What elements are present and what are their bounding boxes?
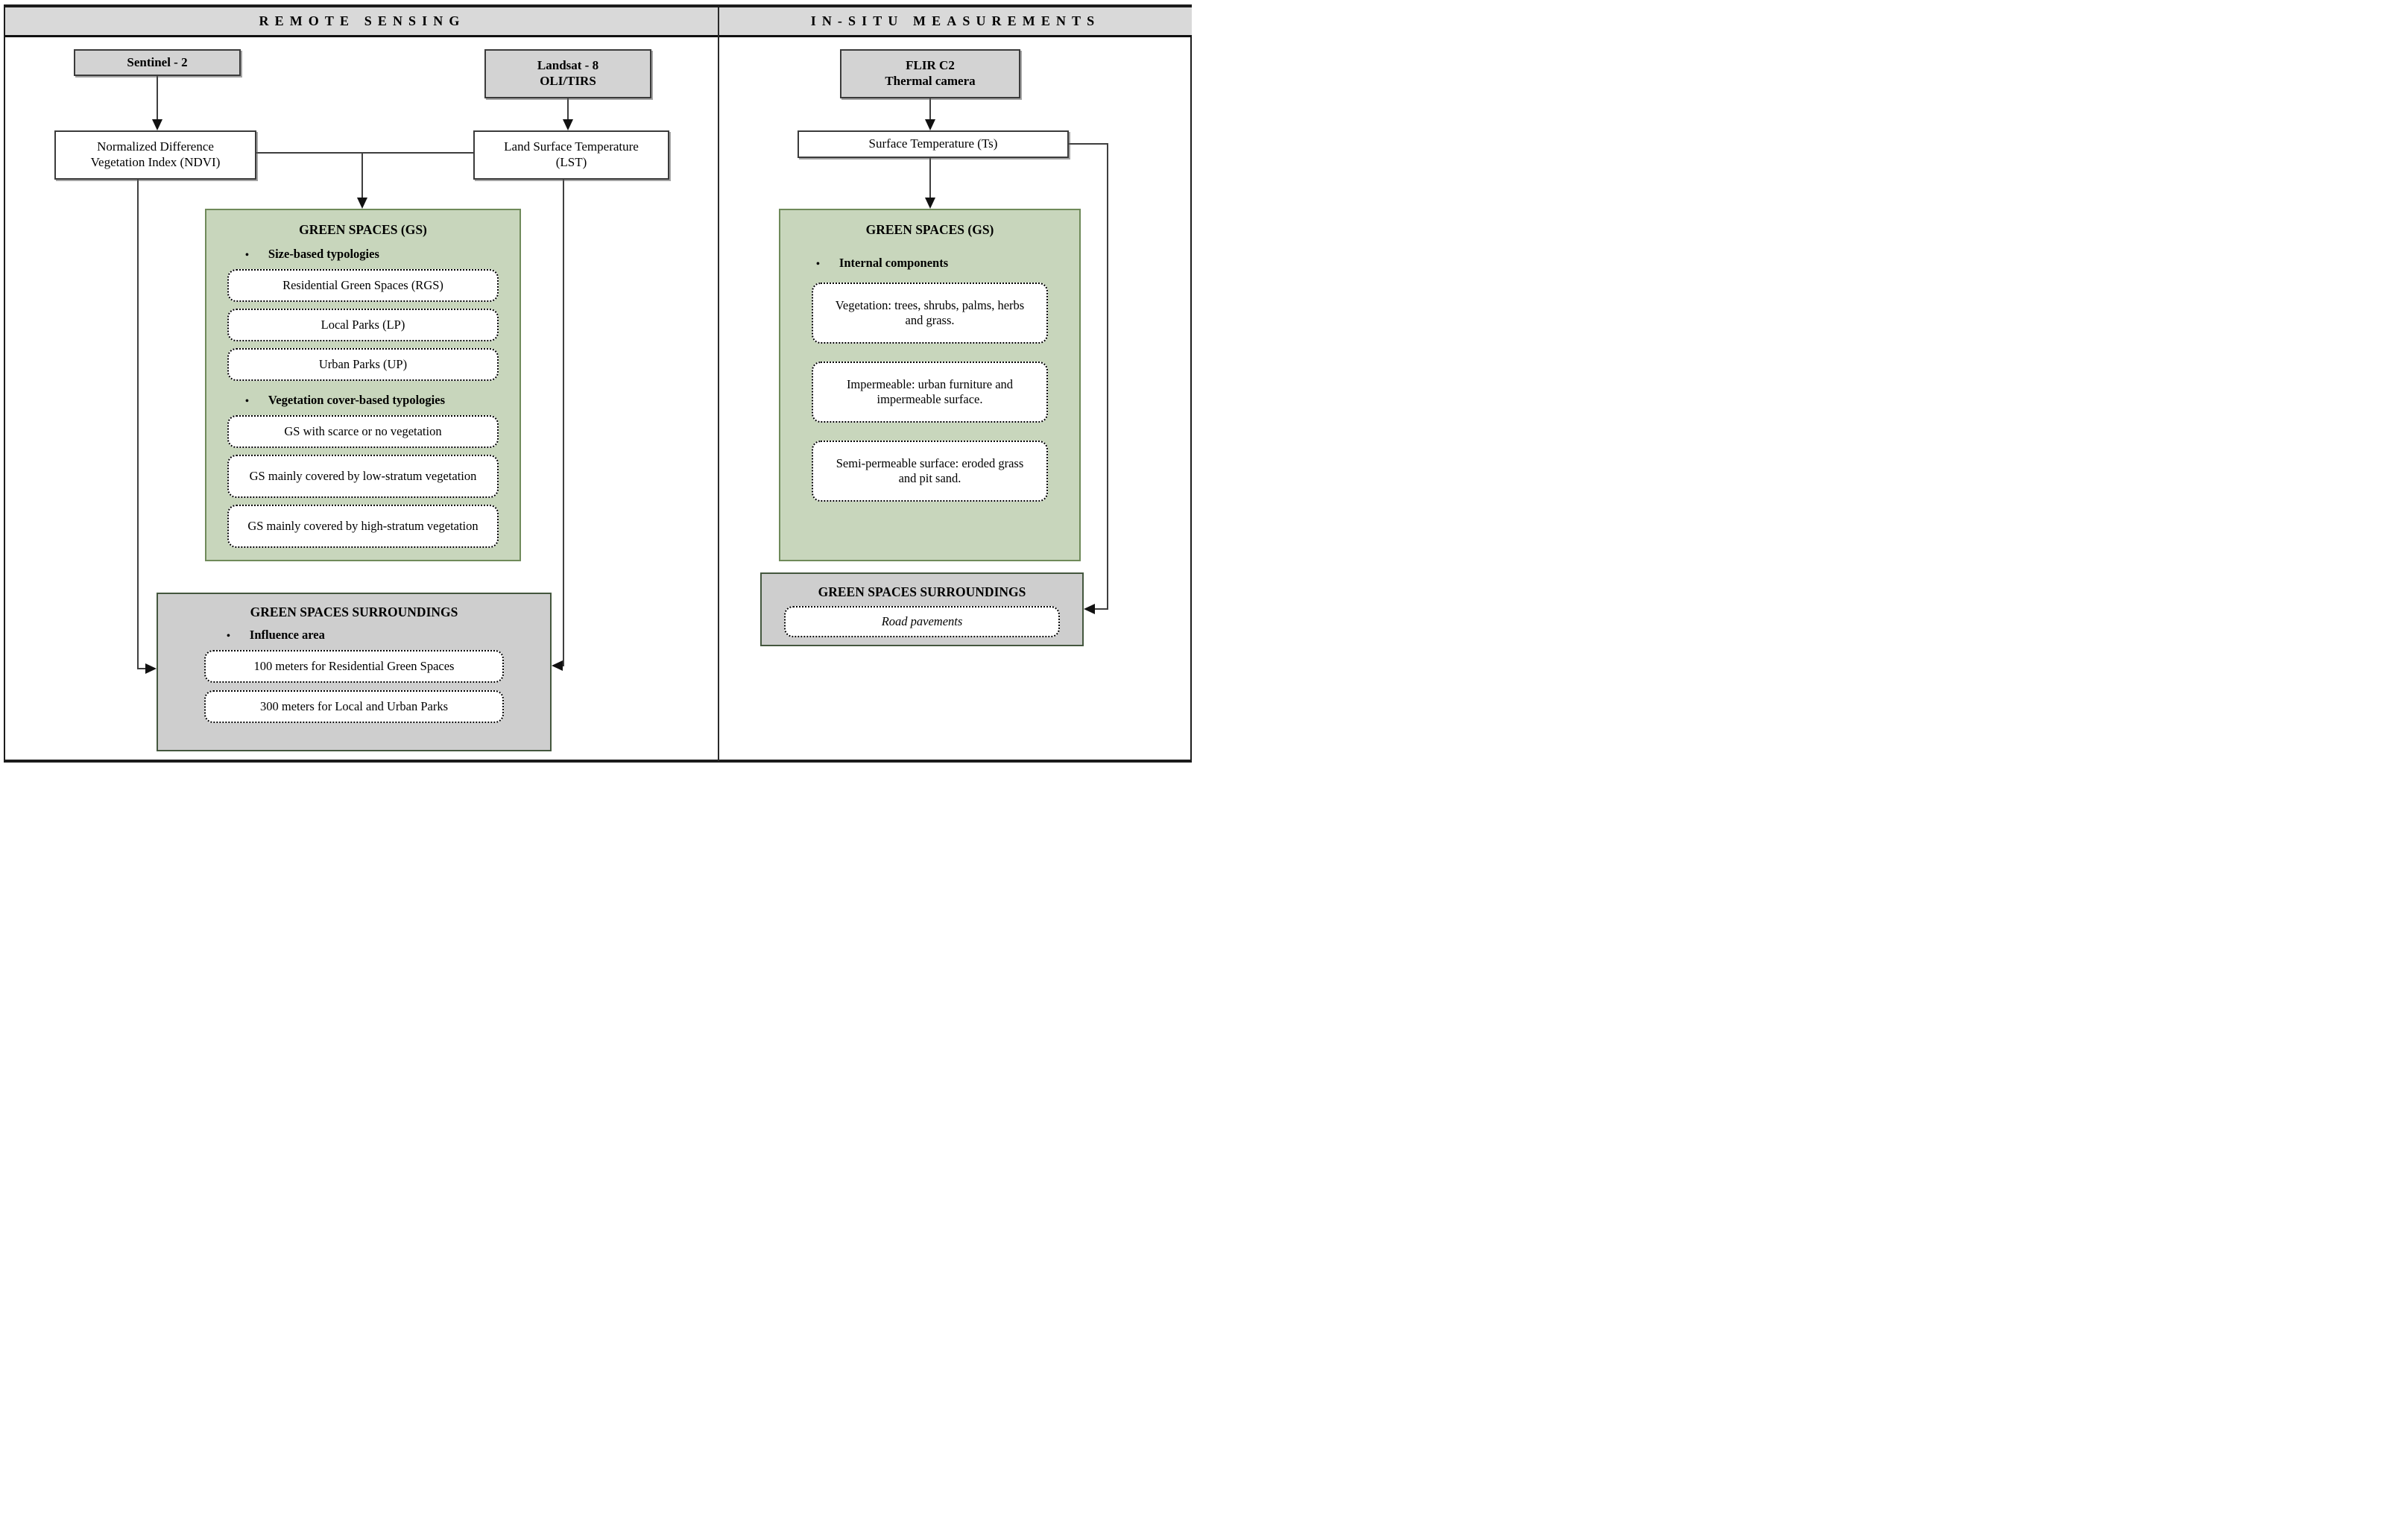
flowchart-canvas: REMOTE SENSING IN-SITU MEASUREMENTS — [0, 0, 1198, 770]
sentinel2-label: Sentinel - 2 — [127, 54, 188, 69]
surroundings-right-title: GREEN SPACES SURROUNDINGS — [818, 584, 1026, 599]
header-band: REMOTE SENSING IN-SITU MEASUREMENTS — [5, 7, 1192, 37]
influence-area-bullet: • Influence area — [158, 628, 550, 643]
surroundings-box-right: GREEN SPACES SURROUNDINGS Road pavements — [760, 572, 1084, 646]
ndvi-label: Normalized Difference Vegetation Index (… — [90, 139, 221, 169]
header-in-situ: IN-SITU MEASUREMENTS — [810, 13, 1101, 28]
landsat8-box: Landsat - 8 OLI/TIRS — [484, 49, 651, 98]
lst-label: Land Surface Temperature (LST) — [504, 139, 639, 169]
green-spaces-box-left: GREEN SPACES (GS) • Size-based typologie… — [205, 209, 521, 561]
landsat8-label-line2: OLI/TIRS — [540, 74, 596, 88]
panel-divider — [718, 7, 719, 761]
size-typologies-bullet: • Size-based typologies — [206, 247, 519, 262]
internal-components-bullet: • Internal components — [780, 256, 1079, 271]
typology-low-stratum-box: GS mainly covered by low-stratum vegetat… — [227, 455, 499, 498]
surroundings-box-left: GREEN SPACES SURROUNDINGS • Influence ar… — [157, 593, 552, 751]
surroundings-left-title: GREEN SPACES SURROUNDINGS — [250, 605, 458, 619]
influence-100m-box: 100 meters for Residential Green Spaces — [204, 650, 504, 683]
header-remote-sensing: REMOTE SENSING — [259, 13, 466, 28]
component-vegetation-box: Vegetation: trees, shrubs, palms, herbs … — [812, 283, 1048, 344]
cover-typologies-bullet: • Vegetation cover-based typologies — [206, 393, 519, 408]
figure-border — [4, 4, 1192, 763]
bullet-icon: • — [245, 396, 249, 407]
surface-temperature-label: Surface Temperature (Ts) — [868, 136, 998, 151]
typology-scarce-vegetation-box: GS with scarce or no vegetation — [227, 415, 499, 448]
bullet-icon: • — [816, 259, 820, 270]
typology-lp-box: Local Parks (LP) — [227, 309, 499, 341]
road-pavements-box: Road pavements — [784, 606, 1060, 637]
typology-rgs-box: Residential Green Spaces (RGS) — [227, 269, 499, 302]
bullet-icon: • — [245, 250, 249, 261]
flir-label-line2: Thermal camera — [885, 74, 976, 88]
bullet-icon: • — [227, 631, 230, 642]
surface-temperature-box: Surface Temperature (Ts) — [798, 130, 1069, 158]
flir-box: FLIR C2 Thermal camera — [840, 49, 1020, 98]
cover-typologies-label: Vegetation cover-based typologies — [268, 393, 445, 407]
size-typologies-label: Size-based typologies — [268, 247, 379, 261]
component-impermeable-box: Impermeable: urban furniture and imperme… — [812, 362, 1048, 423]
landsat8-label-line1: Landsat - 8 — [537, 58, 599, 73]
typology-high-stratum-box: GS mainly covered by high-stratum vegeta… — [227, 505, 499, 548]
influence-300m-box: 300 meters for Local and Urban Parks — [204, 690, 504, 723]
sentinel2-box: Sentinel - 2 — [74, 49, 241, 76]
green-spaces-right-title: GREEN SPACES (GS) — [865, 222, 994, 237]
green-spaces-left-title: GREEN SPACES (GS) — [299, 222, 427, 237]
component-semi-permeable-box: Semi-permeable surface: eroded grass and… — [812, 441, 1048, 502]
typology-up-box: Urban Parks (UP) — [227, 348, 499, 381]
flir-label-line1: FLIR C2 — [906, 58, 955, 73]
lst-box: Land Surface Temperature (LST) — [473, 130, 669, 180]
green-spaces-box-right: GREEN SPACES (GS) • Internal components … — [779, 209, 1081, 561]
ndvi-box: Normalized Difference Vegetation Index (… — [54, 130, 256, 180]
internal-components-label: Internal components — [839, 256, 949, 270]
influence-area-label: Influence area — [249, 628, 325, 642]
